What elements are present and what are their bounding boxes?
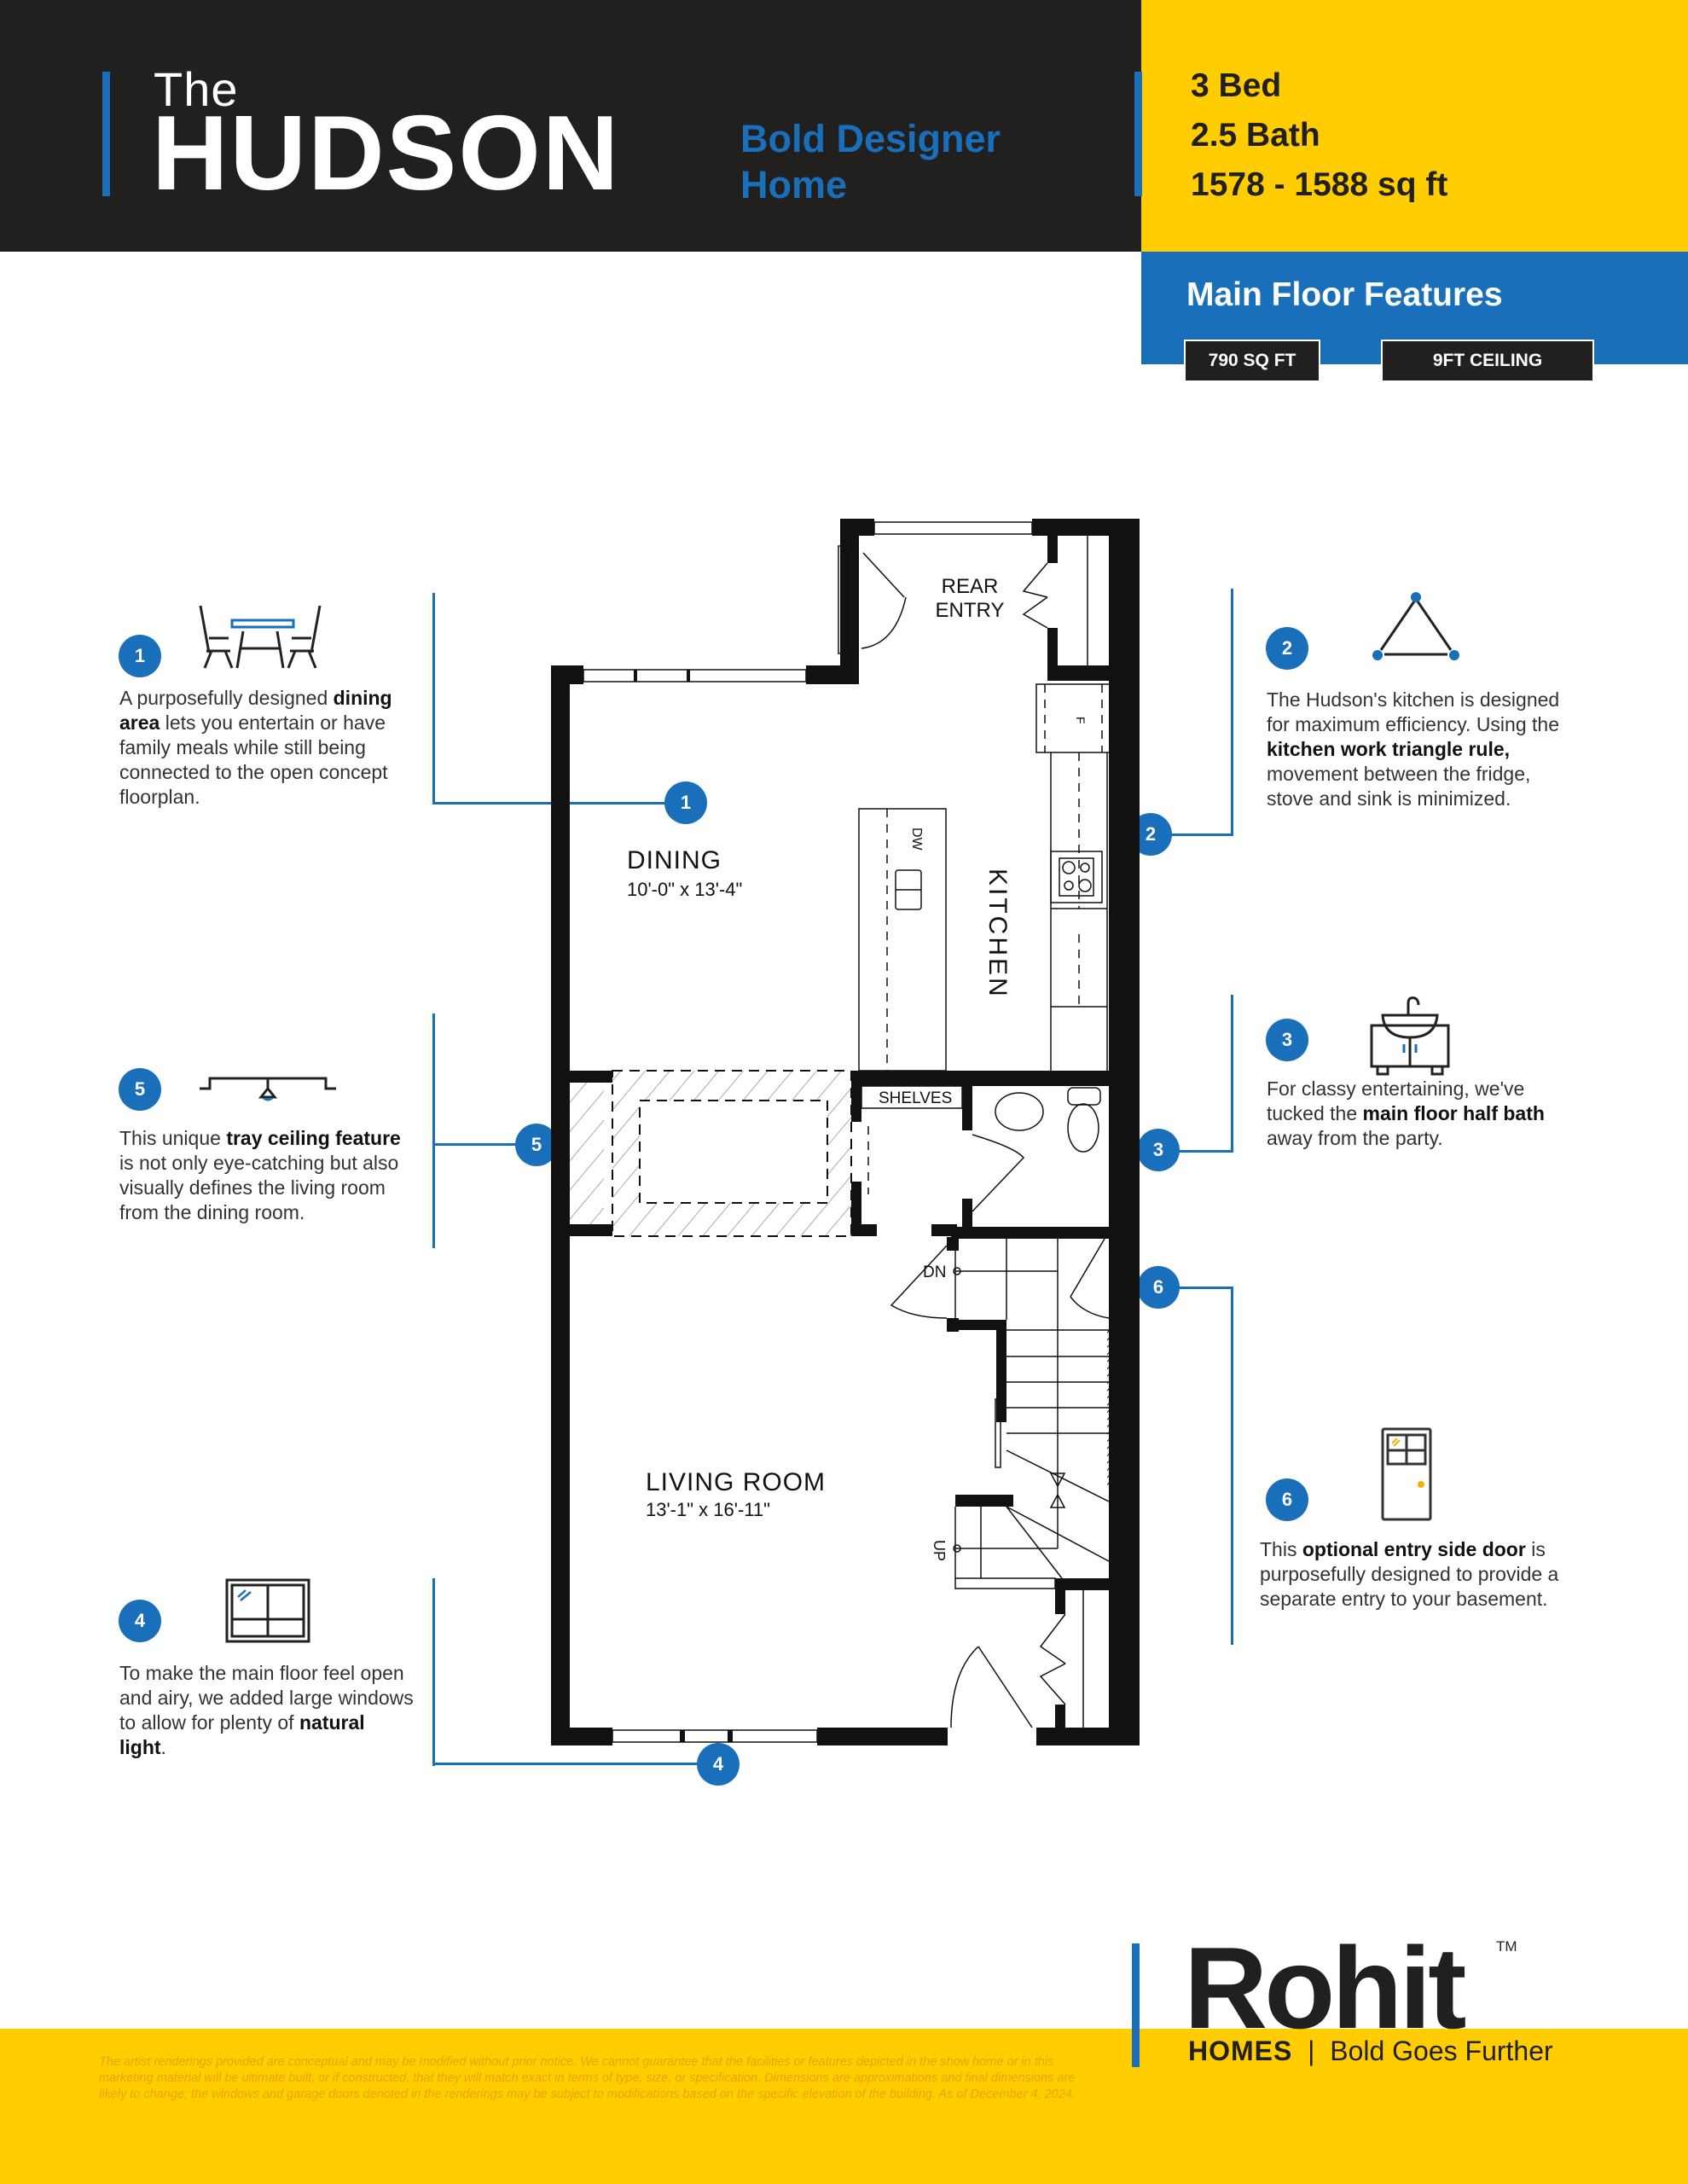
callout-2-leader-h	[1169, 834, 1233, 836]
tagline: Bold Designer Home	[740, 117, 1001, 206]
square-footage: 1578 - 1588 sq ft	[1191, 166, 1448, 203]
page-title: HUDSON	[152, 95, 621, 212]
callout-1-text: A purposefully designed dining area lets…	[119, 687, 392, 808]
window-icon	[225, 1578, 310, 1643]
room-label-rear-entry: REAR	[942, 575, 999, 598]
fridge-label: F	[1074, 717, 1088, 724]
callout-4-leader-h	[432, 1763, 705, 1765]
stats-accent-bar	[1134, 72, 1142, 196]
plan-marker-5[interactable]: 5	[515, 1124, 558, 1166]
callout-3-text: For classy entertaining, we've tucked th…	[1267, 1077, 1545, 1149]
header-dark-panel	[0, 0, 1141, 252]
main-floor-features-title: Main Floor Features	[1186, 276, 1503, 313]
baths-count: 2.5 Bath	[1191, 117, 1320, 154]
disclaimer-text: The artist renderings provided are conce…	[99, 2055, 1076, 2101]
stairs-up-label: UP	[931, 1540, 948, 1561]
callout-2-leader-v	[1231, 589, 1233, 836]
floor-plan: REAR ENTRY DINING 10'-0" x 13'-4" KITCHE…	[551, 519, 1140, 1745]
work-triangle-icon	[1372, 592, 1459, 660]
callout-5-badge: 5	[119, 1068, 161, 1111]
dining-table-icon	[199, 605, 322, 669]
footer-band	[0, 2029, 1688, 2184]
ceiling-pill: 9FT CEILING	[1381, 340, 1594, 382]
rohit-logo: Rohit	[1184, 1923, 1466, 2053]
vanity-sink-icon	[1370, 996, 1450, 1076]
trademark: TM	[1496, 1938, 1517, 1955]
plan-marker-6[interactable]: 6	[1137, 1266, 1180, 1309]
logo-accent-bar	[1132, 1943, 1140, 2067]
dishwasher-label: DW	[909, 828, 924, 851]
room-label-living: LIVING ROOM	[646, 1468, 826, 1496]
home-stats: 3 Bed 2.5 Bath 1578 - 1588 sq ft	[1191, 61, 1447, 210]
callout-2-badge: 2	[1266, 627, 1308, 670]
callout-1-badge: 1	[119, 635, 161, 677]
callout-3-leader-h	[1169, 1150, 1233, 1153]
room-label-kitchen: KITCHEN	[983, 868, 1012, 999]
plan-marker-4[interactable]: 4	[697, 1743, 740, 1786]
stairs-down-label: DN	[923, 1263, 946, 1281]
room-label-dining: DINING	[627, 846, 722, 874]
title-accent-bar	[102, 72, 110, 196]
room-dim-dining: 10'-0" x 13'-4"	[627, 879, 742, 900]
callout-3-leader-v	[1231, 995, 1233, 1153]
title-prefix: The	[154, 62, 239, 116]
room-label-rear-entry-2: ENTRY	[936, 599, 1005, 622]
callout-3-badge: 3	[1266, 1019, 1308, 1061]
header-stats-panel	[1141, 0, 1688, 252]
callout-4-leader-v	[432, 1578, 435, 1766]
side-door-icon	[1381, 1427, 1432, 1521]
callout-6-leader-v	[1231, 1287, 1233, 1645]
logo-subline: HOMES | Bold Goes Further	[1188, 2036, 1553, 2066]
room-dim-living: 13'-1" x 16'-11"	[646, 1499, 770, 1520]
callout-4-badge: 4	[119, 1600, 161, 1642]
area-pill: 790 SQ FT	[1184, 340, 1320, 382]
plan-marker-1[interactable]: 1	[664, 781, 707, 824]
callout-5-leader-h	[432, 1143, 535, 1146]
callout-5-leader-v	[432, 1014, 435, 1248]
beds-count: 3 Bed	[1191, 67, 1282, 104]
callout-4-text: To make the main floor feel open and air…	[119, 1662, 414, 1758]
callout-6-text: This optional entry side door is purpose…	[1260, 1538, 1559, 1610]
callout-6-badge: 6	[1266, 1478, 1308, 1521]
callout-1-leader-v	[432, 593, 435, 804]
callout-2-text: The Hudson's kitchen is designed for max…	[1267, 688, 1560, 810]
callout-5-text: This unique tray ceiling feature is not …	[119, 1127, 401, 1223]
callout-6-leader-h	[1169, 1287, 1233, 1289]
shelves-label: SHELVES	[879, 1089, 952, 1107]
tray-ceiling-icon	[200, 1077, 336, 1101]
plan-marker-3[interactable]: 3	[1137, 1129, 1180, 1171]
